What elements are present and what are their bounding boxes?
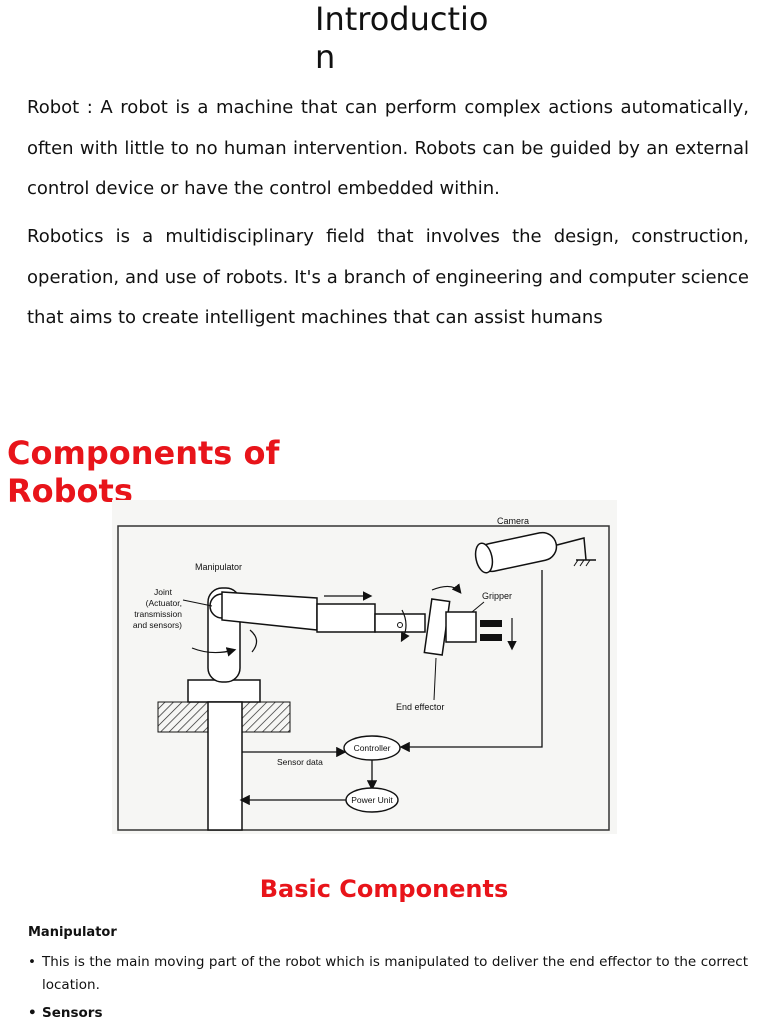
basic-components-heading: Basic Components [259,875,509,903]
manipulator-subheading: Manipulator [28,925,117,940]
components-heading: Components of Robots [7,434,280,510]
camera-icon [474,531,596,574]
base-hatch-left [157,701,209,733]
list-item-text: Sensors [42,1005,103,1021]
joint-label-3: transmission [134,609,182,619]
page-title: Introduction [315,0,489,76]
list-item-text: This is the main moving part of the robo… [42,954,748,993]
diagram-svg: Camera Manipulator Joint (Actuator, tra [117,516,610,831]
base-hatch-right [241,701,291,733]
joint-label-2: (Actuator, [146,598,182,608]
list-item: • This is the main moving part of the ro… [28,951,748,997]
robot-definition-paragraph: Robot : A robot is a machine that can pe… [27,97,749,199]
controller-label: Controller [354,743,391,753]
sensor-data-label: Sensor data [277,757,323,767]
bullet-icon: • [28,954,36,970]
gripper-label: Gripper [482,591,512,601]
robotics-definition-paragraph: Robotics is a multidisciplinary field th… [27,226,749,328]
joint-label-1: Joint [154,587,173,597]
bullet-icon: • [28,1005,37,1021]
camera-label: Camera [497,516,529,526]
end-effector-label: End effector [396,702,444,712]
list-item: • Sensors [28,1002,748,1025]
joint-label-4: and sensors) [133,620,182,630]
power-unit-label: Power Unit [351,795,393,805]
manipulator-label: Manipulator [195,562,242,572]
robot-components-diagram: Camera Manipulator Joint (Actuator, tra [112,500,617,834]
diagram-frame [117,525,610,831]
robot-base [187,679,261,703]
